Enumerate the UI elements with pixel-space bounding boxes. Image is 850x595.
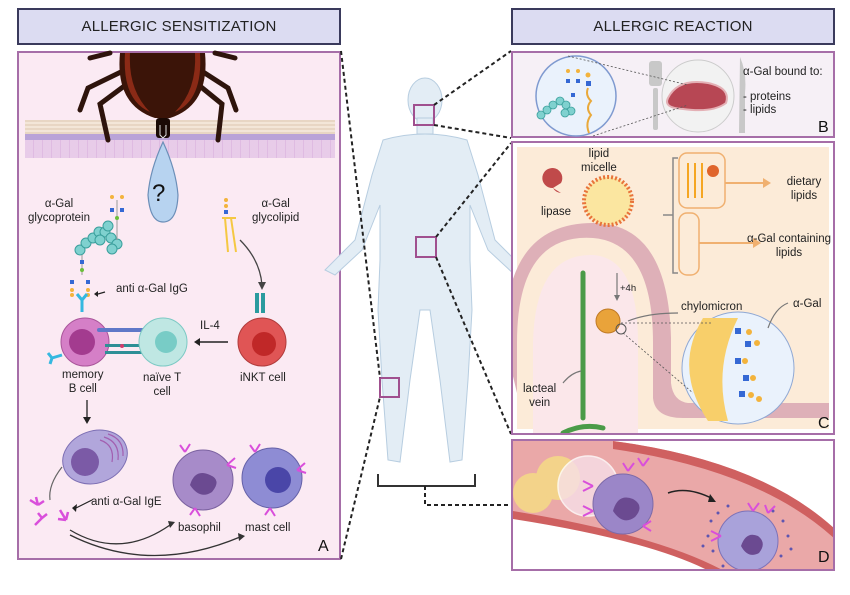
steak-icon bbox=[666, 81, 728, 112]
panel-c: lipid micelle lipase dietary lipids α-Ga… bbox=[511, 141, 835, 435]
panel-d-illustration bbox=[513, 441, 833, 569]
magnified-glycan-circle bbox=[535, 55, 617, 137]
label-lacteal-vein: lacteal vein bbox=[523, 383, 557, 409]
label-il4: IL-4 bbox=[200, 320, 220, 332]
released-granules bbox=[701, 504, 793, 568]
label-glycolipid: α-Gal glycolipid bbox=[252, 198, 300, 224]
lacteal-vein-icon bbox=[560, 270, 606, 433]
label-lipase: lipase bbox=[541, 206, 572, 218]
agal-lipids-box bbox=[678, 212, 700, 276]
header-allergic-sensitization: ALLERGIC SENSITIZATION bbox=[17, 8, 341, 45]
header-right-title: ALLERGIC REACTION bbox=[593, 18, 753, 35]
skin-layer-purple bbox=[25, 134, 335, 140]
label-agal-containing-lipids: α-Gal containing lipids bbox=[747, 233, 831, 259]
skin-dermis bbox=[25, 140, 335, 158]
label-agal: α-Gal bbox=[793, 298, 822, 310]
intestinal-villus-icon bbox=[513, 223, 829, 418]
fork-icon bbox=[649, 61, 662, 130]
label-lipid-micelle: lipid micelle bbox=[581, 148, 617, 174]
knife-icon bbox=[739, 57, 746, 133]
label-glycoprotein: α-Gal glycoprotein bbox=[28, 198, 91, 224]
tick-icon bbox=[77, 50, 239, 143]
panel-d-letter: D bbox=[818, 549, 830, 566]
label-anti-agal-ige: anti α-Gal IgE bbox=[91, 496, 162, 508]
glycolipid-icon bbox=[222, 217, 237, 253]
label-dietary-lipids: dietary lipids bbox=[786, 176, 822, 202]
label-inkt-cell: iNKT cell bbox=[240, 372, 286, 384]
label-chylomicron: chylomicron bbox=[681, 301, 743, 313]
label-memory-b-cell: memory B cell bbox=[62, 369, 104, 395]
panel-d: D bbox=[511, 439, 835, 571]
label-naive-t-cell: naïve T cell bbox=[143, 372, 182, 398]
question-mark: ? bbox=[152, 180, 166, 207]
glycoprotein-icon bbox=[70, 195, 124, 297]
abdomen-callout-box[interactable] bbox=[415, 236, 437, 258]
chylomicron-icon bbox=[595, 308, 621, 334]
header-allergic-reaction: ALLERGIC REACTION bbox=[511, 8, 835, 45]
blood-bracket bbox=[377, 474, 476, 487]
lipase-icon bbox=[542, 168, 563, 193]
label-lipids: - lipids bbox=[743, 104, 777, 116]
label-anti-agal-igg: anti α-Gal IgG bbox=[116, 283, 188, 295]
arrow-degranulation bbox=[667, 489, 714, 500]
panel-b-letter: B bbox=[818, 119, 829, 136]
header-left-title: ALLERGIC SENSITIZATION bbox=[81, 18, 277, 35]
human-body-icon bbox=[324, 77, 526, 463]
dashed-connectors bbox=[340, 50, 512, 560]
label-mast-cell: mast cell bbox=[245, 522, 291, 534]
panel-b-illustration bbox=[535, 55, 746, 137]
panel-a-letter: A bbox=[318, 538, 329, 555]
arrow-glycolipid-to-inkt bbox=[239, 239, 263, 286]
panel-b: α-Gal bound to: - proteins - lipids B bbox=[511, 51, 835, 138]
label-proteins: - proteins bbox=[743, 91, 791, 103]
igg-antibody-icon bbox=[75, 293, 89, 312]
ige-antibodies-icon bbox=[29, 496, 70, 526]
label-agal-bound-to: α-Gal bound to: bbox=[743, 66, 823, 78]
saliva-drop-icon bbox=[147, 140, 179, 223]
label-basophil: basophil bbox=[178, 522, 221, 534]
label-plus-4h: +4h bbox=[620, 283, 637, 294]
leg-callout-box[interactable] bbox=[379, 377, 400, 398]
panel-c-illustration bbox=[513, 152, 829, 433]
panel-c-letter: C bbox=[818, 415, 830, 432]
lipid-micelle-icon bbox=[582, 175, 634, 227]
head-callout-box[interactable] bbox=[413, 104, 435, 126]
